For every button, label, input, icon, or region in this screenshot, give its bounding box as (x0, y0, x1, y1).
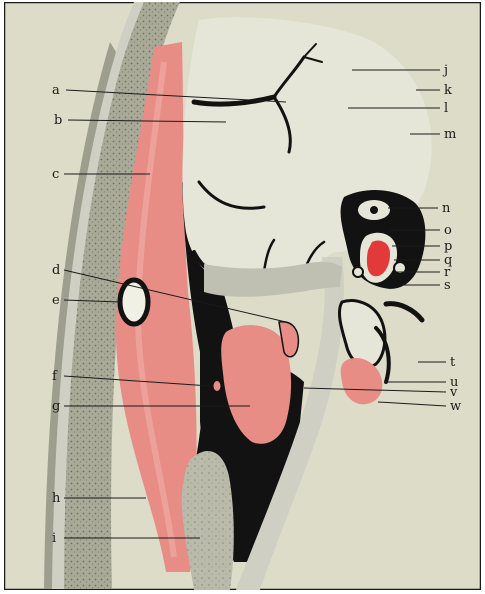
oval-f-inner (214, 381, 221, 391)
label-o: o (444, 223, 452, 238)
label-w: w (450, 399, 461, 414)
label-g: g (52, 399, 60, 414)
figure-svg: a b c d e f g h i j k l m n o p q r s t … (4, 2, 481, 590)
anatomical-figure: a b c d e f g h i j k l m n o p q r s t … (4, 2, 481, 590)
label-a: a (52, 83, 60, 98)
label-k: k (444, 83, 452, 98)
label-d: d (52, 263, 60, 278)
dot-n (370, 206, 378, 214)
label-s: s (444, 278, 451, 293)
label-c: c (52, 167, 59, 182)
label-i: i (52, 531, 56, 546)
dot-r (353, 267, 363, 277)
label-t: t (450, 355, 456, 370)
label-p: p (444, 239, 452, 254)
label-h: h (52, 491, 61, 506)
label-v: v (449, 385, 458, 400)
label-b: b (54, 113, 62, 128)
label-l: l (444, 101, 448, 116)
label-m: m (444, 127, 456, 142)
label-e: e (52, 293, 60, 308)
label-n: n (442, 201, 451, 216)
